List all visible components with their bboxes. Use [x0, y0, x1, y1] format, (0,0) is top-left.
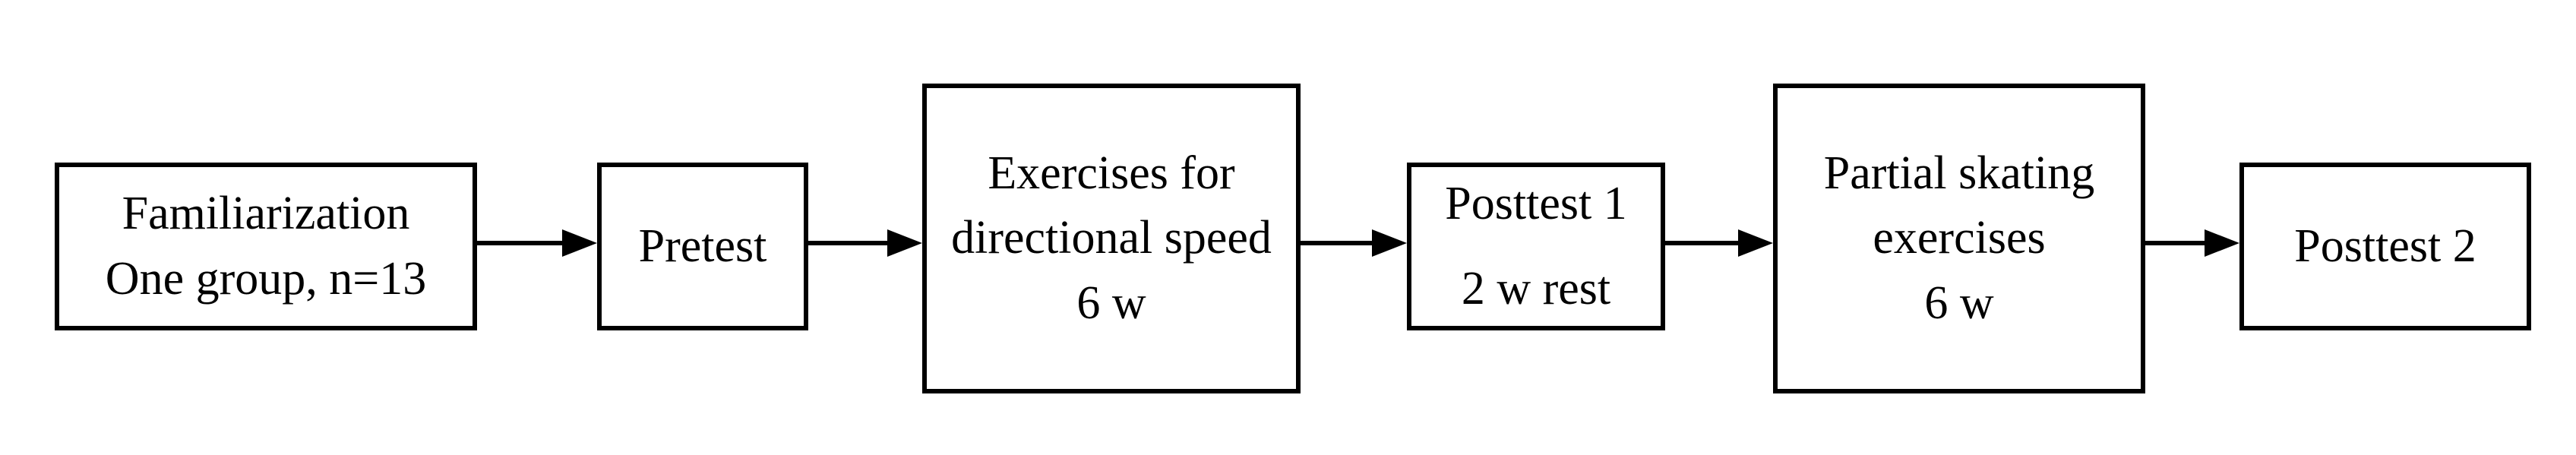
box-partial-skating: Partial skating exercises 6 w	[1773, 84, 2145, 393]
box-directional-speed-line-2: directional speed	[951, 212, 1272, 264]
box-familiarization-line-1: Familiarization	[122, 187, 410, 239]
box-pretest-line-1: Pretest	[638, 220, 767, 272]
box-familiarization-line-2: One group, n=13	[105, 252, 427, 305]
arrowhead-posttest1-to-partial-skating	[1738, 229, 1773, 257]
box-partial-skating-line-3: 6 w	[1924, 276, 1994, 329]
arrowhead-directional-speed-to-posttest1	[1372, 229, 1407, 257]
box-directional-speed-line-1: Exercises for	[988, 147, 1235, 199]
box-pretest: Pretest	[597, 163, 808, 330]
box-posttest1-line-2: 2 w rest	[1461, 262, 1611, 314]
arrowhead-pretest-to-directional-speed	[887, 229, 922, 257]
box-partial-skating-line-1: Partial skating	[1823, 147, 2095, 199]
box-familiarization: Familiarization One group, n=13	[55, 163, 477, 330]
box-posttest2-line-1: Posttest 2	[2294, 220, 2476, 272]
box-directional-speed-line-3: 6 w	[1076, 276, 1146, 329]
box-directional-speed: Exercises for directional speed 6 w	[922, 84, 1301, 393]
box-posttest1-line-1: Posttest 1	[1445, 177, 1627, 229]
arrowhead-partial-skating-to-posttest2	[2205, 229, 2239, 257]
box-posttest1: Posttest 1 2 w rest	[1407, 163, 1665, 330]
arrowhead-familiarization-to-pretest	[562, 229, 597, 257]
box-partial-skating-line-2: exercises	[1873, 212, 2046, 264]
box-posttest2: Posttest 2	[2239, 163, 2531, 330]
